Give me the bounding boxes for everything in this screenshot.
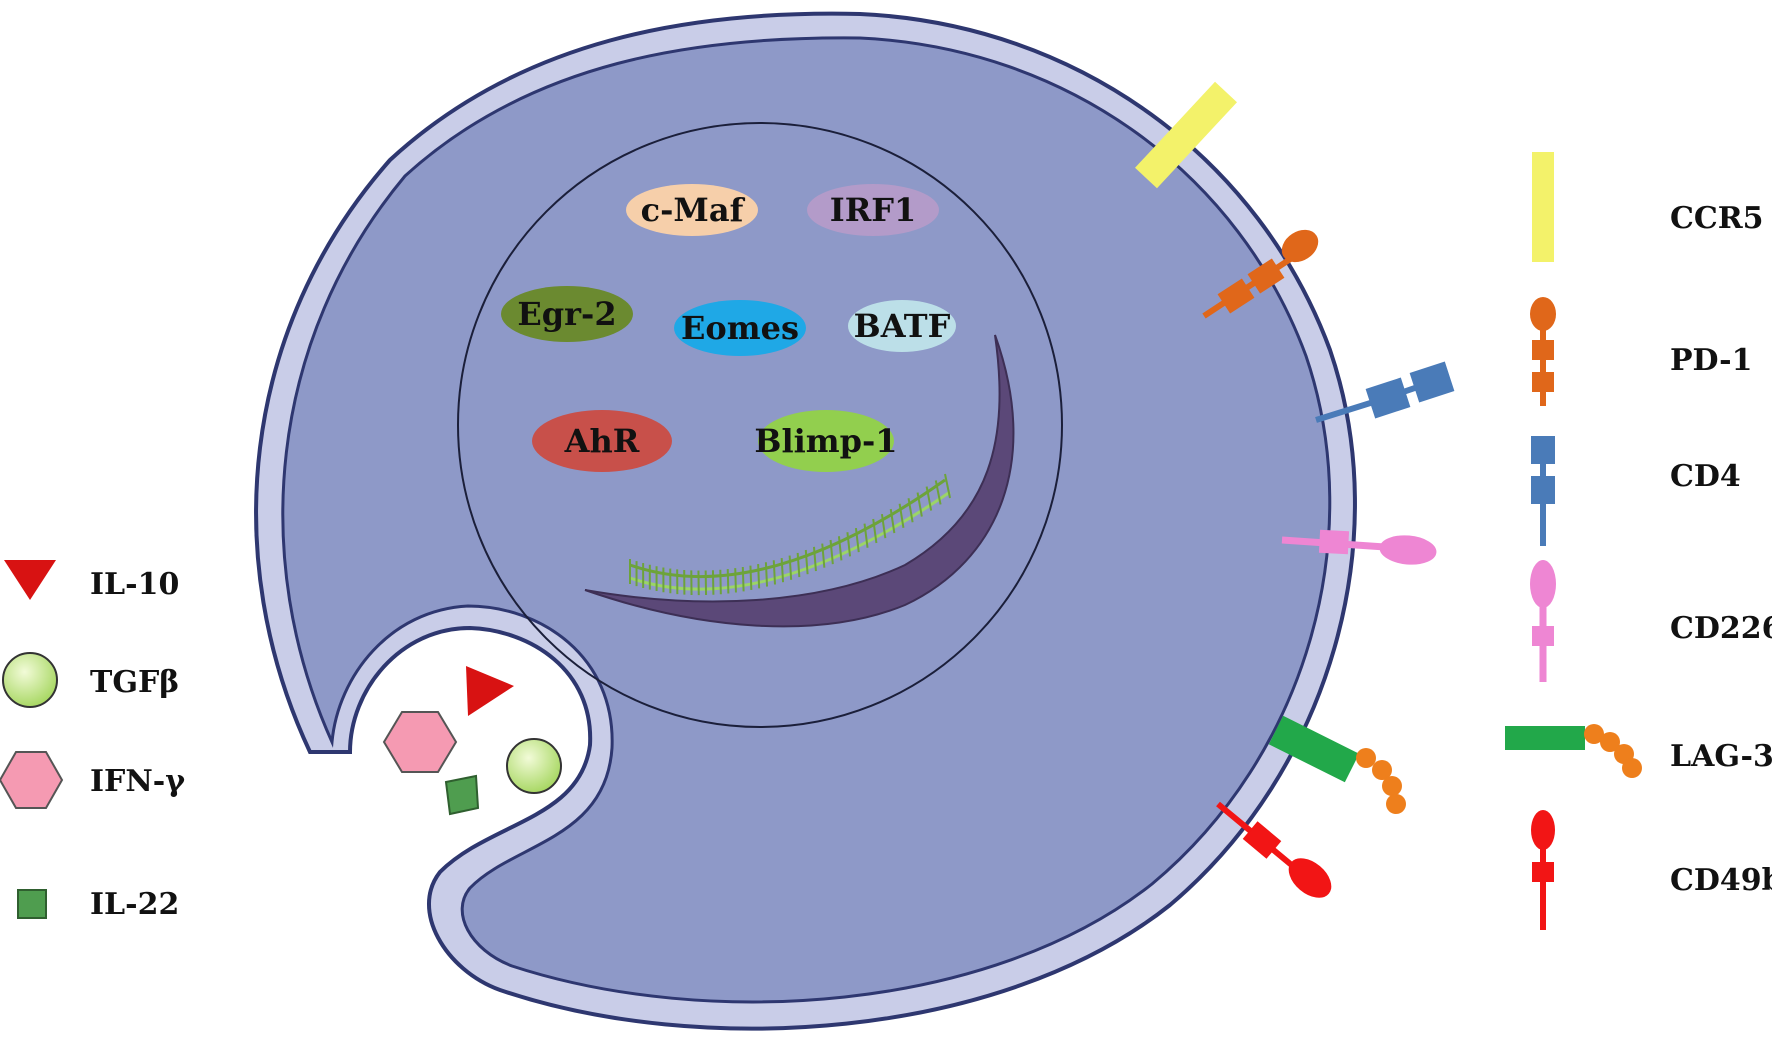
dna-rung [925,486,933,511]
dna-rung [916,492,923,517]
membrane-cd4 [1315,361,1455,423]
tgfb-circle-icon [2,652,58,708]
legend-tgfb: TGFβ [2,652,179,708]
legend-tgfb-label: TGFβ [90,665,179,700]
legend-lag3: LAG-3 [1505,724,1772,778]
membrane-pd1 [1202,229,1319,319]
dna-rung [734,568,737,593]
dna-rung [804,549,809,575]
dna-rung [812,546,817,572]
legend-cd49b: CD49b [1531,810,1772,930]
dna-rung [788,555,793,580]
dna-rung [780,557,785,583]
dna-rung [749,565,753,591]
tf-eomes-label: Eomes [681,309,799,347]
dna-rung [863,523,869,548]
il22-square-icon [17,889,47,919]
legend-ccr5-label: CCR5 [1670,201,1764,236]
tf-c-maf: c-Maf [626,184,758,236]
receptor-legend: CCR5 PD-1 CD4 CD226 LAG-3 [1505,152,1772,930]
legend-cd4-label: CD4 [1670,459,1741,494]
dna-rung [854,527,860,553]
legend-cd226: CD226 [1530,560,1772,682]
ifng-hexagon-icon [0,751,64,809]
tf-c-maf-label: c-Maf [641,191,746,229]
membrane-lag3 [1268,715,1406,814]
legend-pd1-label: PD-1 [1670,343,1752,378]
membrane-ccr5 [1135,81,1237,189]
dna-rung [764,562,769,587]
dna-rung [796,552,801,578]
legend-il22-label: IL-22 [90,887,179,922]
tf-egr-2-label: Egr-2 [517,295,616,333]
tf-blimp-1: Blimp-1 [754,410,898,472]
cell-cytoplasm [281,36,1332,1004]
vesicle-il22-square [444,774,480,816]
dna-rung [757,564,761,589]
tf-egr-2: Egr-2 [501,286,633,342]
tf-batf-label: BATF [854,307,951,345]
vesicle-tgfb-circle [506,738,562,794]
tf-blimp-1-label: Blimp-1 [754,422,897,460]
tf-eomes: Eomes [674,300,806,356]
tf-irf1: IRF1 [807,184,939,236]
vesicle-ifng-hexagon [382,711,458,773]
legend-cd4: CD4 [1531,436,1741,546]
dna-rung [821,543,826,568]
tf-ahr-label: AhR [564,422,640,460]
dna-rung [772,560,776,585]
dna-rung [934,480,942,505]
dna-rung [837,536,843,561]
legend-il10: IL-10 [4,560,179,602]
dna-rung [898,503,905,528]
legend-cd49b-label: CD49b [1670,863,1772,898]
tf-ahr: AhR [532,410,672,472]
dna-rung [719,569,722,595]
dna-rung [726,569,730,594]
legend-ifng: IFN-γ [0,751,185,809]
dna-rung [880,514,887,539]
il10-triangle-icon [4,560,56,600]
chromatin-crescent [584,334,1015,628]
legend-pd1: PD-1 [1530,297,1752,406]
legend-il10-label: IL-10 [90,567,179,602]
vesicle [382,666,562,816]
cytokine-legend: IL-10 TGFβ IFN-γ IL-22 [0,560,185,922]
membrane-cd49b [1216,801,1332,898]
tf-batf: BATF [848,300,956,352]
vesicle-il10-triangle [466,666,514,716]
dna-rung [889,508,896,534]
legend-ifng-label: IFN-γ [90,764,185,799]
legend-il22: IL-22 [17,887,179,922]
dna-rung [846,532,852,557]
dna-helix [629,473,951,596]
legend-cd226-label: CD226 [1670,611,1772,646]
dna-rung [829,539,834,565]
dna-rung [872,518,878,544]
legend-ccr5: CCR5 [1532,152,1764,262]
membrane-cd226 [1281,529,1437,565]
dna-rung [741,566,745,592]
nucleus [457,122,1063,728]
tf-irf1-label: IRF1 [830,191,917,229]
dna-rung [907,498,914,523]
dna-rung [944,473,951,499]
legend-lag3-label: LAG-3 [1670,739,1772,774]
